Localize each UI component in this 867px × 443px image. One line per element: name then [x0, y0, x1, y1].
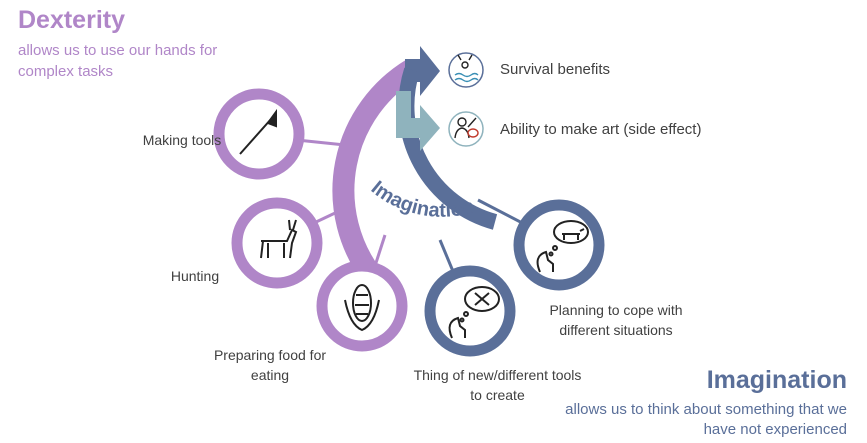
imagination-description: allows us to think about something that … — [565, 401, 847, 438]
making-tools-node — [213, 88, 305, 180]
survival-benefits-label: Survival benefits — [500, 61, 611, 78]
hunting-node — [231, 197, 323, 289]
dexterity-arc — [332, 59, 418, 283]
drowning-person-icon — [454, 54, 479, 83]
planning-label: Planning to cope with different situatio… — [549, 302, 683, 338]
imagination-heading: Imagination — [706, 366, 847, 394]
head-thinking-animal-icon — [536, 220, 589, 273]
spear-icon — [239, 108, 277, 155]
corn-icon — [344, 284, 380, 332]
art-icon-node — [448, 111, 484, 147]
survival-arrow — [405, 46, 440, 96]
art-arrow — [396, 91, 440, 151]
painter-icon — [454, 117, 479, 139]
head-thinking-tools-icon — [448, 286, 500, 339]
planning-node — [513, 199, 605, 291]
preparing-food-label: Preparing food for eating — [213, 347, 327, 383]
preparing-food-node — [316, 260, 408, 352]
antelope-icon — [260, 219, 298, 259]
new-tools-node — [424, 265, 516, 357]
making-tools-label: Making tools — [142, 132, 222, 148]
imagination-arc-label: Imagination — [367, 177, 477, 222]
art-side-effect-label: Ability to make art (side effect) — [500, 121, 702, 138]
hunting-label: Hunting — [170, 268, 220, 284]
dexterity-heading: Dexterity — [18, 6, 125, 34]
dexterity-description: allows us to use our hands for complex t… — [18, 42, 218, 80]
new-tools-label: Thing of new/different tools to create — [413, 367, 582, 403]
survival-icon-node — [448, 52, 484, 88]
